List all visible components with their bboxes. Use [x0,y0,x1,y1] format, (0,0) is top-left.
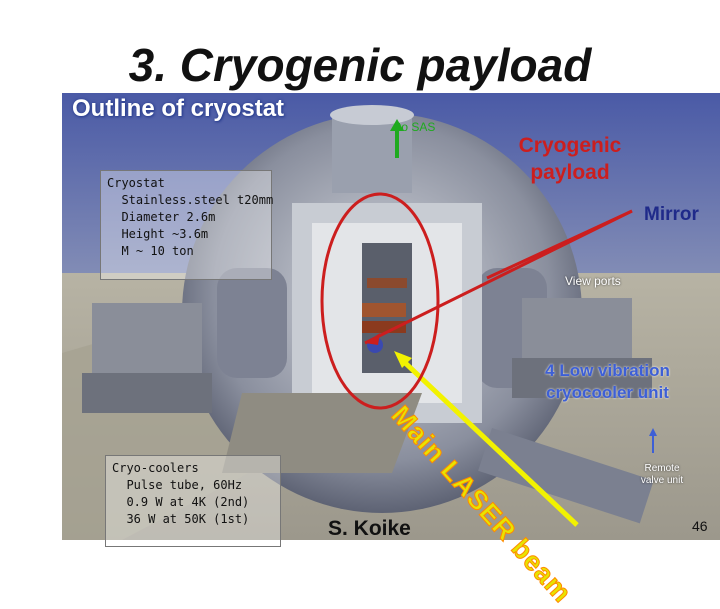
spec-line: Cryo-coolers [112,461,199,475]
spec-line: M ~ 10 ton [107,244,194,258]
spec-line: Pulse tube, 60Hz [112,478,243,492]
laser-beam-line [398,356,579,527]
mirror-label: Mirror [644,204,699,225]
author: S. Koike [328,517,411,540]
cryostat-rendering [62,93,720,540]
cryogenic-payload-label: Cryogenic payload [518,134,622,184]
spec-line: Height ~3.6m [107,227,209,241]
cryostat-illustration [62,93,720,540]
cryostat-specs: Cryostat Stainless.steel t20mm Diameter … [100,170,274,280]
mirror-pointer-line [364,209,633,345]
low-vibration-label: 4 Low vibration cryocooler unit [545,361,670,402]
cryocooler-specs: Cryo-coolers Pulse tube, 60Hz 0.9 W at 4… [105,455,281,547]
spec-line: Stainless.steel t20mm [107,193,274,207]
slide-title: 3. Cryogenic payload [128,39,592,91]
view-ports-label: View ports [565,274,621,288]
spec-line: 36 W at 50K (1st) [112,512,250,526]
outline-heading: Outline of cryostat [72,95,285,122]
spec-line: Diameter 2.6m [107,210,216,224]
spec-line: 0.9 W at 4K (2nd) [112,495,250,509]
page-number: 46 [692,518,708,534]
to-sas-label: to SAS [398,120,436,134]
spec-line: Cryostat [107,176,165,190]
payload-highlight [320,192,440,410]
remote-valve-label: Remote valve unit [640,463,684,486]
